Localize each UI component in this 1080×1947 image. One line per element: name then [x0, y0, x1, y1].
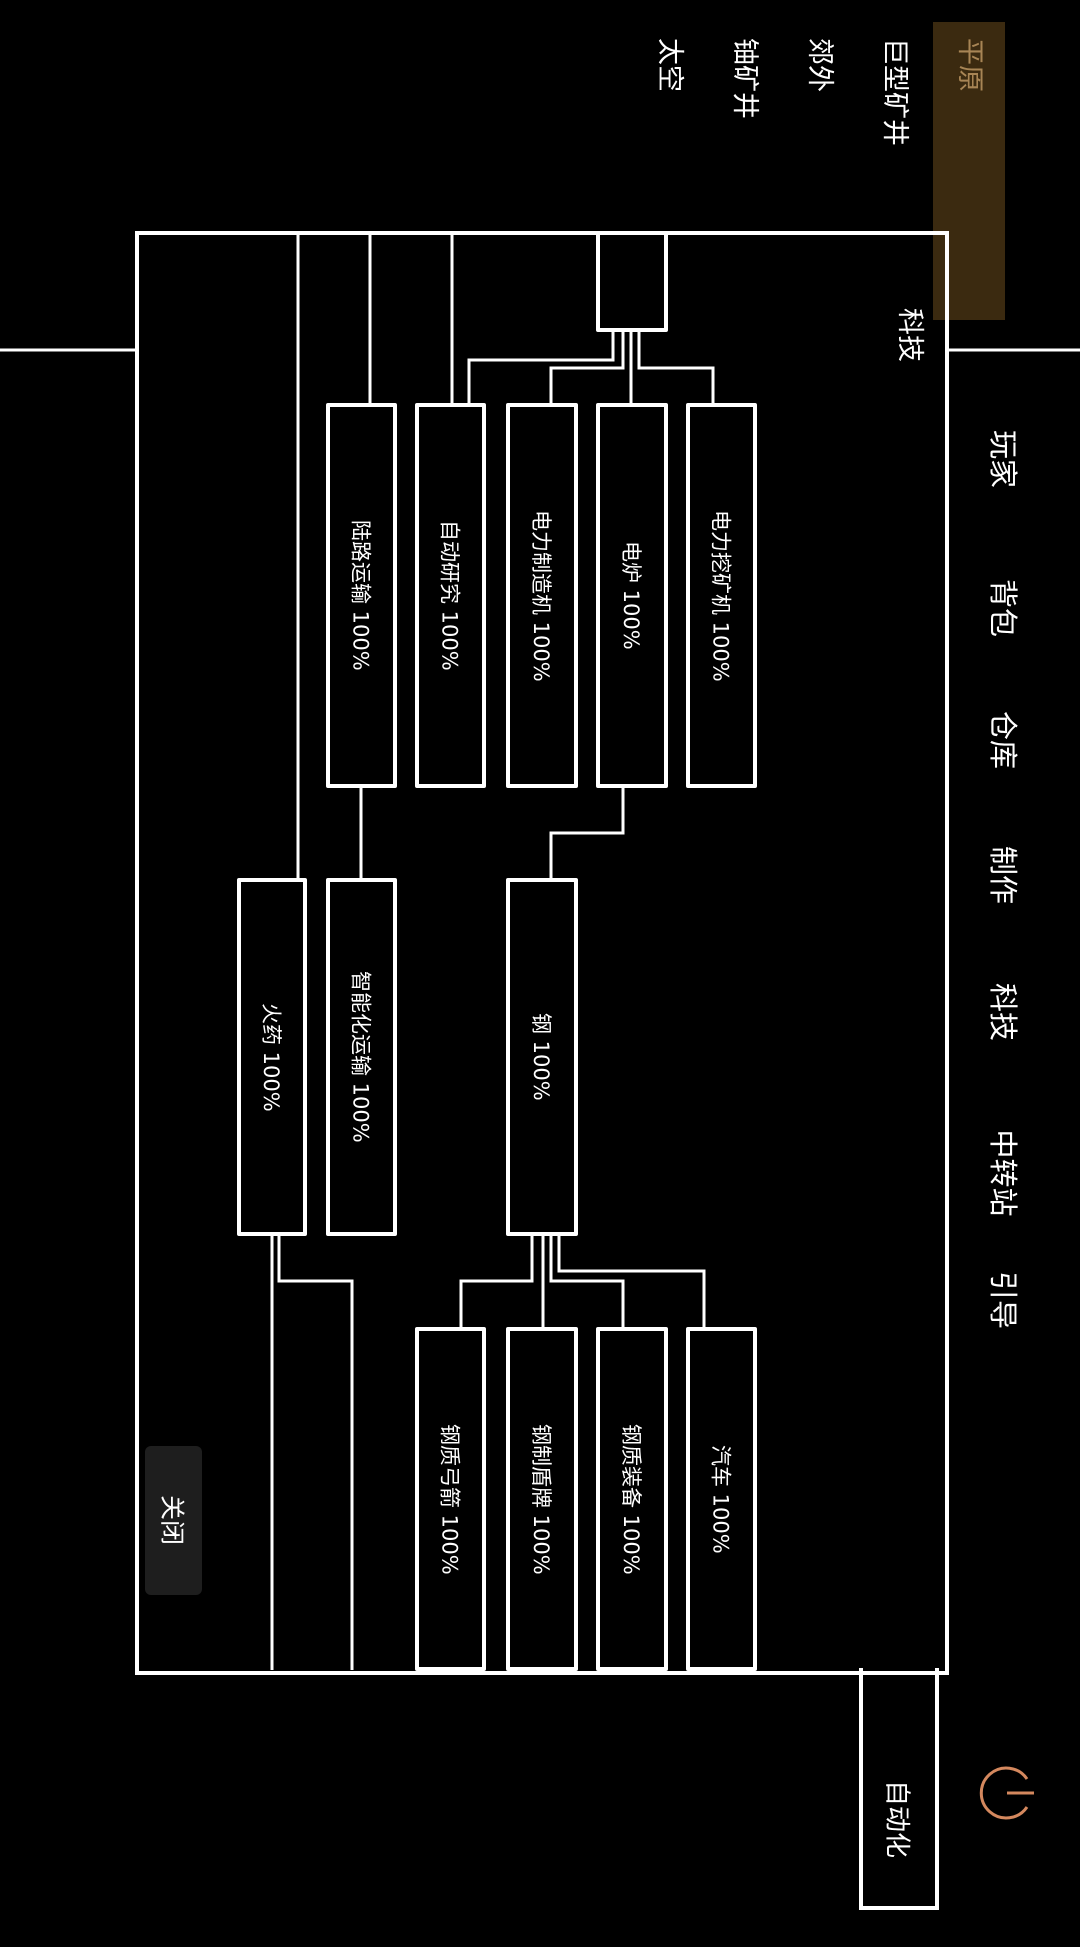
tech-node-gunpowder[interactable]: 火药 100%: [237, 878, 307, 1236]
node-label: 钢制盾牌 100%: [529, 1423, 553, 1575]
connector: [459, 1234, 534, 1329]
close-button-label: 关闭: [157, 1495, 187, 1546]
tech-node-smart-transport[interactable]: 智能化运输 100%: [326, 878, 397, 1236]
location-item-suburbs[interactable]: 郊外: [804, 38, 835, 92]
automation-button[interactable]: 自动化: [859, 1668, 939, 1910]
location-item-space[interactable]: 太空: [654, 38, 685, 92]
tech-node-car[interactable]: 汽车 100%: [686, 1327, 757, 1671]
tech-node-electric-furnace[interactable]: 电炉 100%: [596, 403, 668, 788]
power-icon[interactable]: [977, 1763, 1037, 1823]
tech-node-electric-assembler[interactable]: 电力制造机 100%: [506, 403, 578, 788]
tech-node-steel[interactable]: 钢 100%: [506, 878, 578, 1236]
tab-backpack[interactable]: 背包: [986, 578, 1020, 638]
tech-tree-panel: [135, 231, 949, 1675]
tech-node-steel-shield[interactable]: 钢制盾牌 100%: [506, 1327, 578, 1671]
connector: [557, 1234, 706, 1329]
node-label: 钢质弓箭 100%: [437, 1423, 462, 1575]
tab-crafting[interactable]: 制作: [986, 845, 1020, 905]
node-label: 汽车 100%: [708, 1444, 733, 1554]
node-label: 自动研究 100%: [437, 520, 462, 671]
automation-label: 自动化: [881, 1780, 912, 1859]
close-button[interactable]: 关闭: [145, 1446, 202, 1595]
tech-node-steel-bow[interactable]: 钢质弓箭 100%: [415, 1327, 486, 1671]
node-label: 钢 100%: [529, 1013, 553, 1101]
node-label: 电炉 100%: [619, 541, 643, 650]
location-label: 平原: [954, 38, 985, 92]
connector: [549, 1234, 625, 1329]
node-label: 电力制造机 100%: [529, 509, 553, 682]
tab-transfer-station[interactable]: 中转站: [986, 1129, 1020, 1217]
tech-node-electric-miner[interactable]: 电力挖矿机 100%: [686, 403, 757, 788]
panel-title: 科技: [894, 308, 925, 362]
connector: [637, 330, 715, 405]
location-item-giant-mine[interactable]: 巨型矿井: [879, 38, 910, 146]
connector: [549, 330, 625, 405]
connector: [467, 330, 615, 405]
tab-warehouse[interactable]: 仓库: [986, 710, 1020, 770]
node-label: 电力挖矿机 100%: [708, 509, 733, 682]
tech-node-auto-research[interactable]: 自动研究 100%: [415, 403, 486, 788]
node-label: 火药 100%: [259, 1002, 283, 1112]
power-icon-glyph: [979, 1766, 1034, 1820]
node-label: 智能化运输 100%: [348, 971, 373, 1143]
tab-guide[interactable]: 引导: [986, 1270, 1020, 1330]
tech-node-root[interactable]: [596, 231, 668, 332]
tab-technology[interactable]: 科技: [986, 982, 1020, 1042]
node-label: 钢质装备 100%: [619, 1423, 643, 1575]
tech-node-land-transport[interactable]: 陆路运输 100%: [326, 403, 397, 788]
connector: [277, 1234, 354, 1670]
tech-node-steel-equipment[interactable]: 钢质装备 100%: [596, 1327, 668, 1671]
tab-player[interactable]: 玩家: [986, 429, 1020, 489]
connector: [549, 786, 625, 880]
location-item-uranium-mine[interactable]: 铀矿井: [729, 38, 760, 119]
node-label: 陆路运输 100%: [348, 520, 373, 671]
